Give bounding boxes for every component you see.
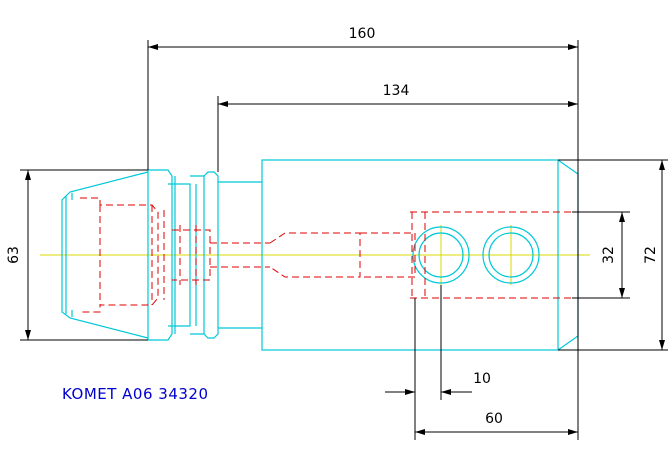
dim-bore-depth: 60 — [485, 411, 503, 427]
dimensions — [20, 40, 668, 440]
dim-overall-length: 160 — [349, 26, 376, 42]
hidden-lines — [80, 197, 572, 313]
part-label: KOMET A06 34320 — [62, 385, 209, 403]
dim-hole-offset: 10 — [473, 371, 491, 387]
dim-body-length: 134 — [383, 83, 410, 99]
centerline — [40, 225, 590, 285]
tool-outline — [61, 159, 579, 351]
dim-body-height: 72 — [643, 246, 659, 264]
dim-shank-diameter: 63 — [6, 246, 22, 264]
dim-hole-spacing: 32 — [601, 246, 617, 264]
